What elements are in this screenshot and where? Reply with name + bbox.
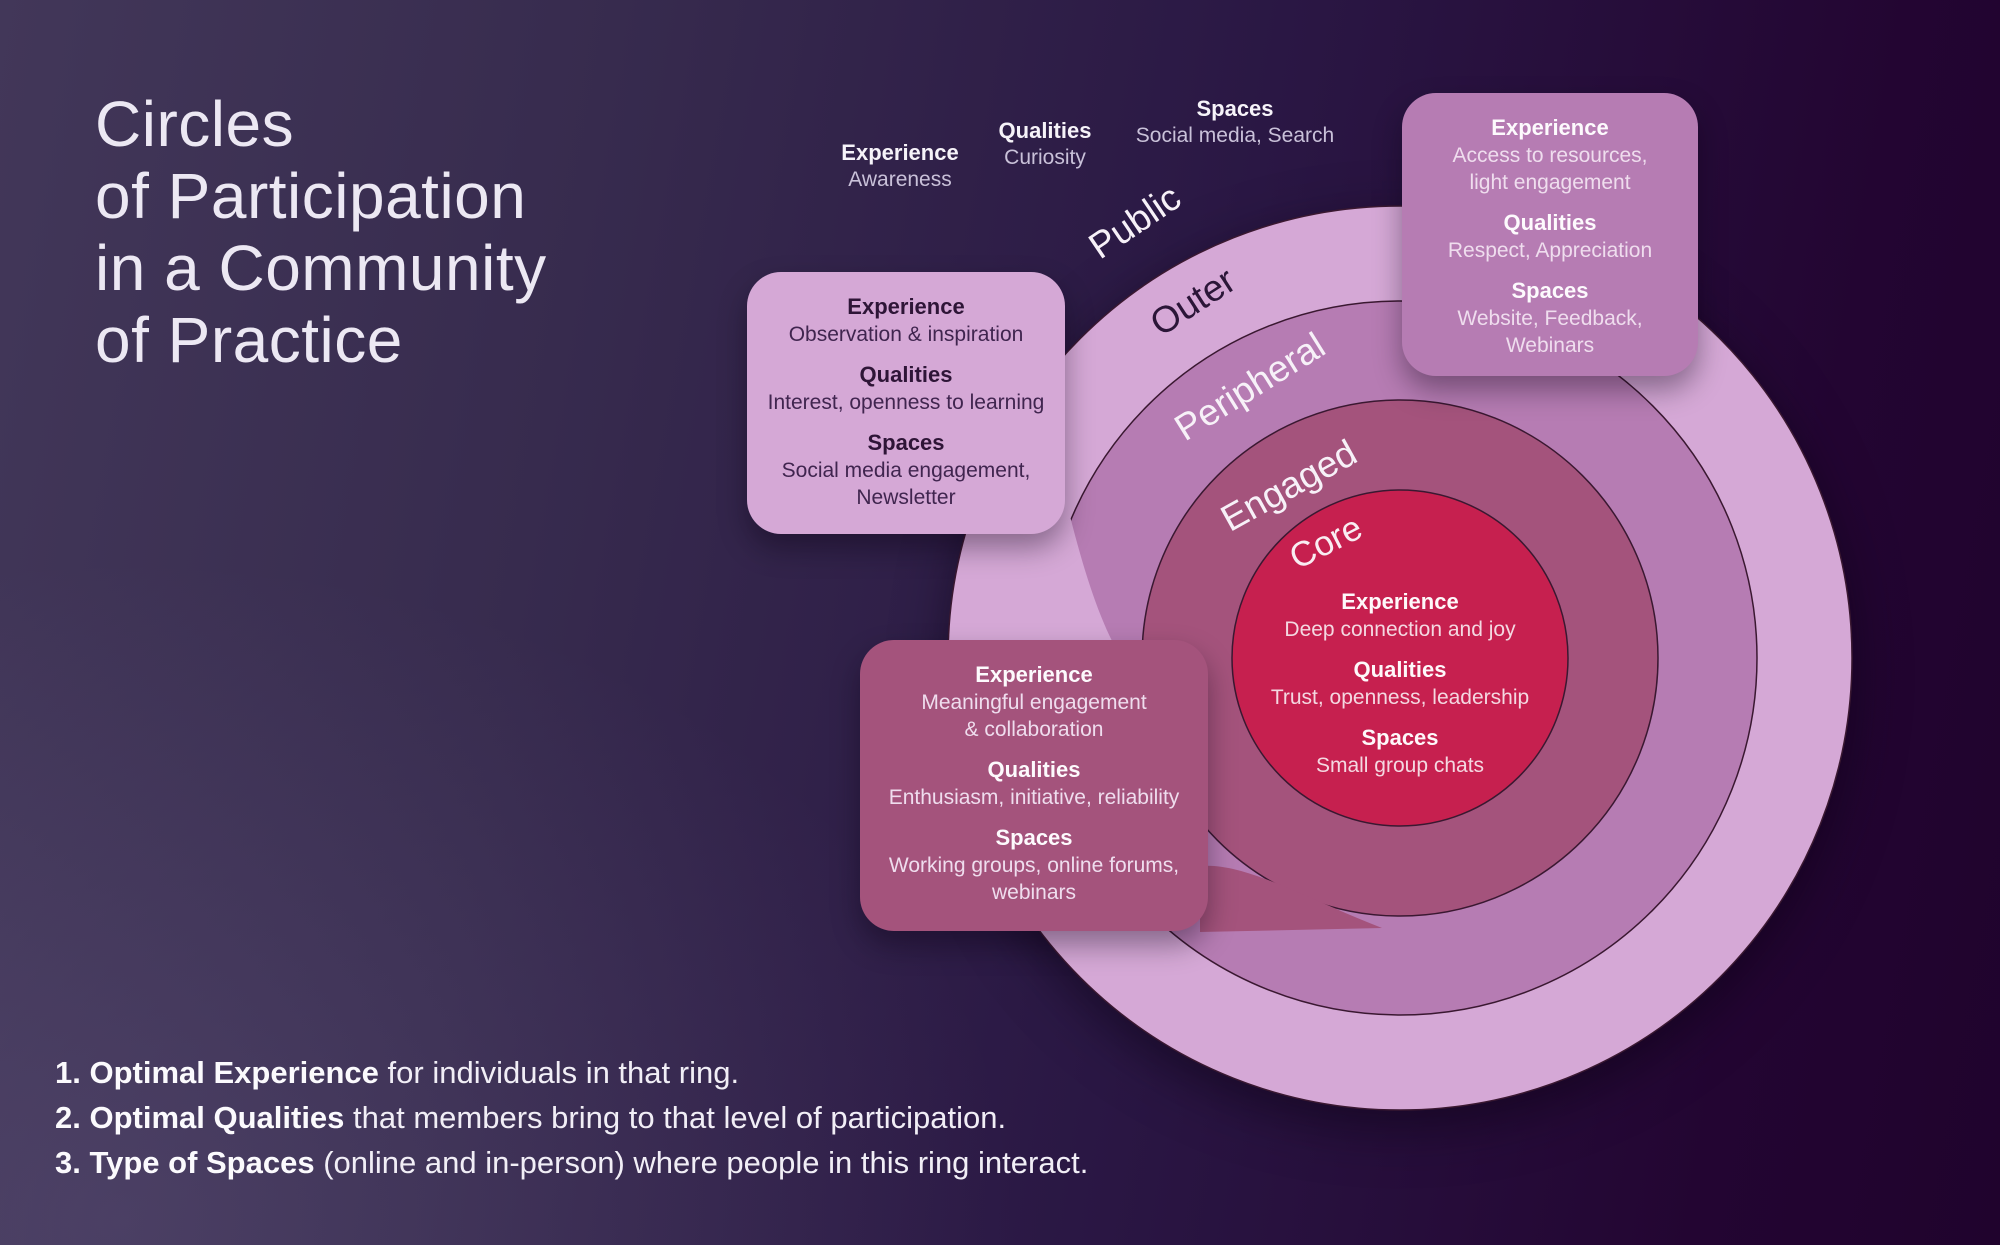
section-body: Observation & inspiration <box>788 323 1024 346</box>
section-body: Access to resources, light engagement <box>1452 144 1648 194</box>
section-heading: Experience <box>1341 589 1459 614</box>
callout-section: Spaces Social media engagement, Newslett… <box>747 429 1065 511</box>
callout-section: Experience Access to resources, light en… <box>1402 114 1698 196</box>
legend-item: 2. Optimal Qualities that members bring … <box>55 1095 1088 1140</box>
callout-peripheral-ring: Experience Access to resources, light en… <box>1402 93 1698 376</box>
page-title-line: of Participation <box>95 160 527 232</box>
page-title-line: Circles <box>95 88 295 160</box>
callout-section: Qualities Interest, openness to learning <box>747 361 1065 416</box>
callout-section: Qualities Enthusiasm, initiative, reliab… <box>860 756 1208 811</box>
core-circle <box>1231 489 1569 827</box>
section-body: Meaningful engagement & collaboration <box>921 691 1147 741</box>
core-details: Experience Deep connection and joy Quali… <box>1240 588 1560 792</box>
callout-outer-ring: Experience Observation & inspiration Qua… <box>747 272 1065 534</box>
callout-section: Qualities Respect, Appreciation <box>1402 209 1698 264</box>
page-title-line: in a Community <box>95 232 547 304</box>
legend-item-term: 3. Type of Spaces <box>55 1145 315 1180</box>
legend-list: 1. Optimal Experience for individuals in… <box>55 1050 1088 1185</box>
section-heading: Spaces <box>1361 725 1439 750</box>
section-body: Curiosity <box>1004 146 1086 169</box>
section-heading: Qualities <box>859 362 953 387</box>
page-title: Circles of Participation in a Community … <box>95 88 547 376</box>
callout-section: Spaces Working groups, online forums, we… <box>860 824 1208 906</box>
legend-item-term: 2. Optimal Qualities <box>55 1100 345 1135</box>
section-heading: Spaces <box>1511 278 1589 303</box>
public-qualities-group: Qualities Curiosity <box>885 117 1205 171</box>
section-heading: Spaces <box>1196 96 1274 121</box>
section-body: Interest, openness to learning <box>767 391 1045 414</box>
section-body: Awareness <box>848 168 952 191</box>
section-body: Trust, openness, leadership <box>1270 686 1530 709</box>
legend-item: 1. Optimal Experience for individuals in… <box>55 1050 1088 1095</box>
section-heading: Experience <box>1491 115 1609 140</box>
public-spaces-group: Spaces Social media, Search <box>1055 95 1415 149</box>
section-heading: Experience <box>847 294 965 319</box>
section-body: Enthusiasm, initiative, reliability <box>888 786 1180 809</box>
section-heading: Experience <box>841 140 959 165</box>
section-body: Deep connection and joy <box>1284 618 1516 641</box>
callout-section: Qualities Trust, openness, leadership <box>1240 656 1560 711</box>
section-heading: Qualities <box>998 118 1092 143</box>
callout-section: Spaces Website, Feedback, Webinars <box>1402 277 1698 359</box>
callout-section: Spaces Small group chats <box>1240 724 1560 779</box>
legend-item-term: 1. Optimal Experience <box>55 1055 379 1090</box>
section-heading: Spaces <box>995 825 1073 850</box>
section-body: Website, Feedback, Webinars <box>1457 307 1643 357</box>
public-experience-group: Experience Awareness <box>740 139 1060 193</box>
section-body: Working groups, online forums, webinars <box>888 854 1180 904</box>
section-heading: Qualities <box>1353 657 1447 682</box>
section-body: Social media engagement, Newsletter <box>781 459 1031 509</box>
legend-item-text: that members bring to that level of part… <box>344 1100 1007 1135</box>
legend-item: 3. Type of Spaces (online and in-person)… <box>55 1140 1088 1185</box>
callout-section: Experience Meaningful engagement & colla… <box>860 661 1208 743</box>
section-heading: Spaces <box>867 430 945 455</box>
section-body: Social media, Search <box>1135 124 1335 147</box>
callout-engaged-tail <box>1200 865 1382 932</box>
callout-section: Experience Deep connection and joy <box>1240 588 1560 643</box>
section-body: Respect, Appreciation <box>1447 239 1653 262</box>
section-heading: Qualities <box>1503 210 1597 235</box>
section-body: Small group chats <box>1315 754 1485 777</box>
callout-engaged-ring: Experience Meaningful engagement & colla… <box>860 640 1208 931</box>
section-heading: Qualities <box>987 757 1081 782</box>
page-title-line: of Practice <box>95 304 403 376</box>
callout-section: Experience Observation & inspiration <box>747 293 1065 348</box>
legend-item-text: for individuals in that ring. <box>378 1055 740 1090</box>
legend-item-text: (online and in-person) where people in t… <box>314 1145 1089 1180</box>
section-heading: Experience <box>975 662 1093 687</box>
